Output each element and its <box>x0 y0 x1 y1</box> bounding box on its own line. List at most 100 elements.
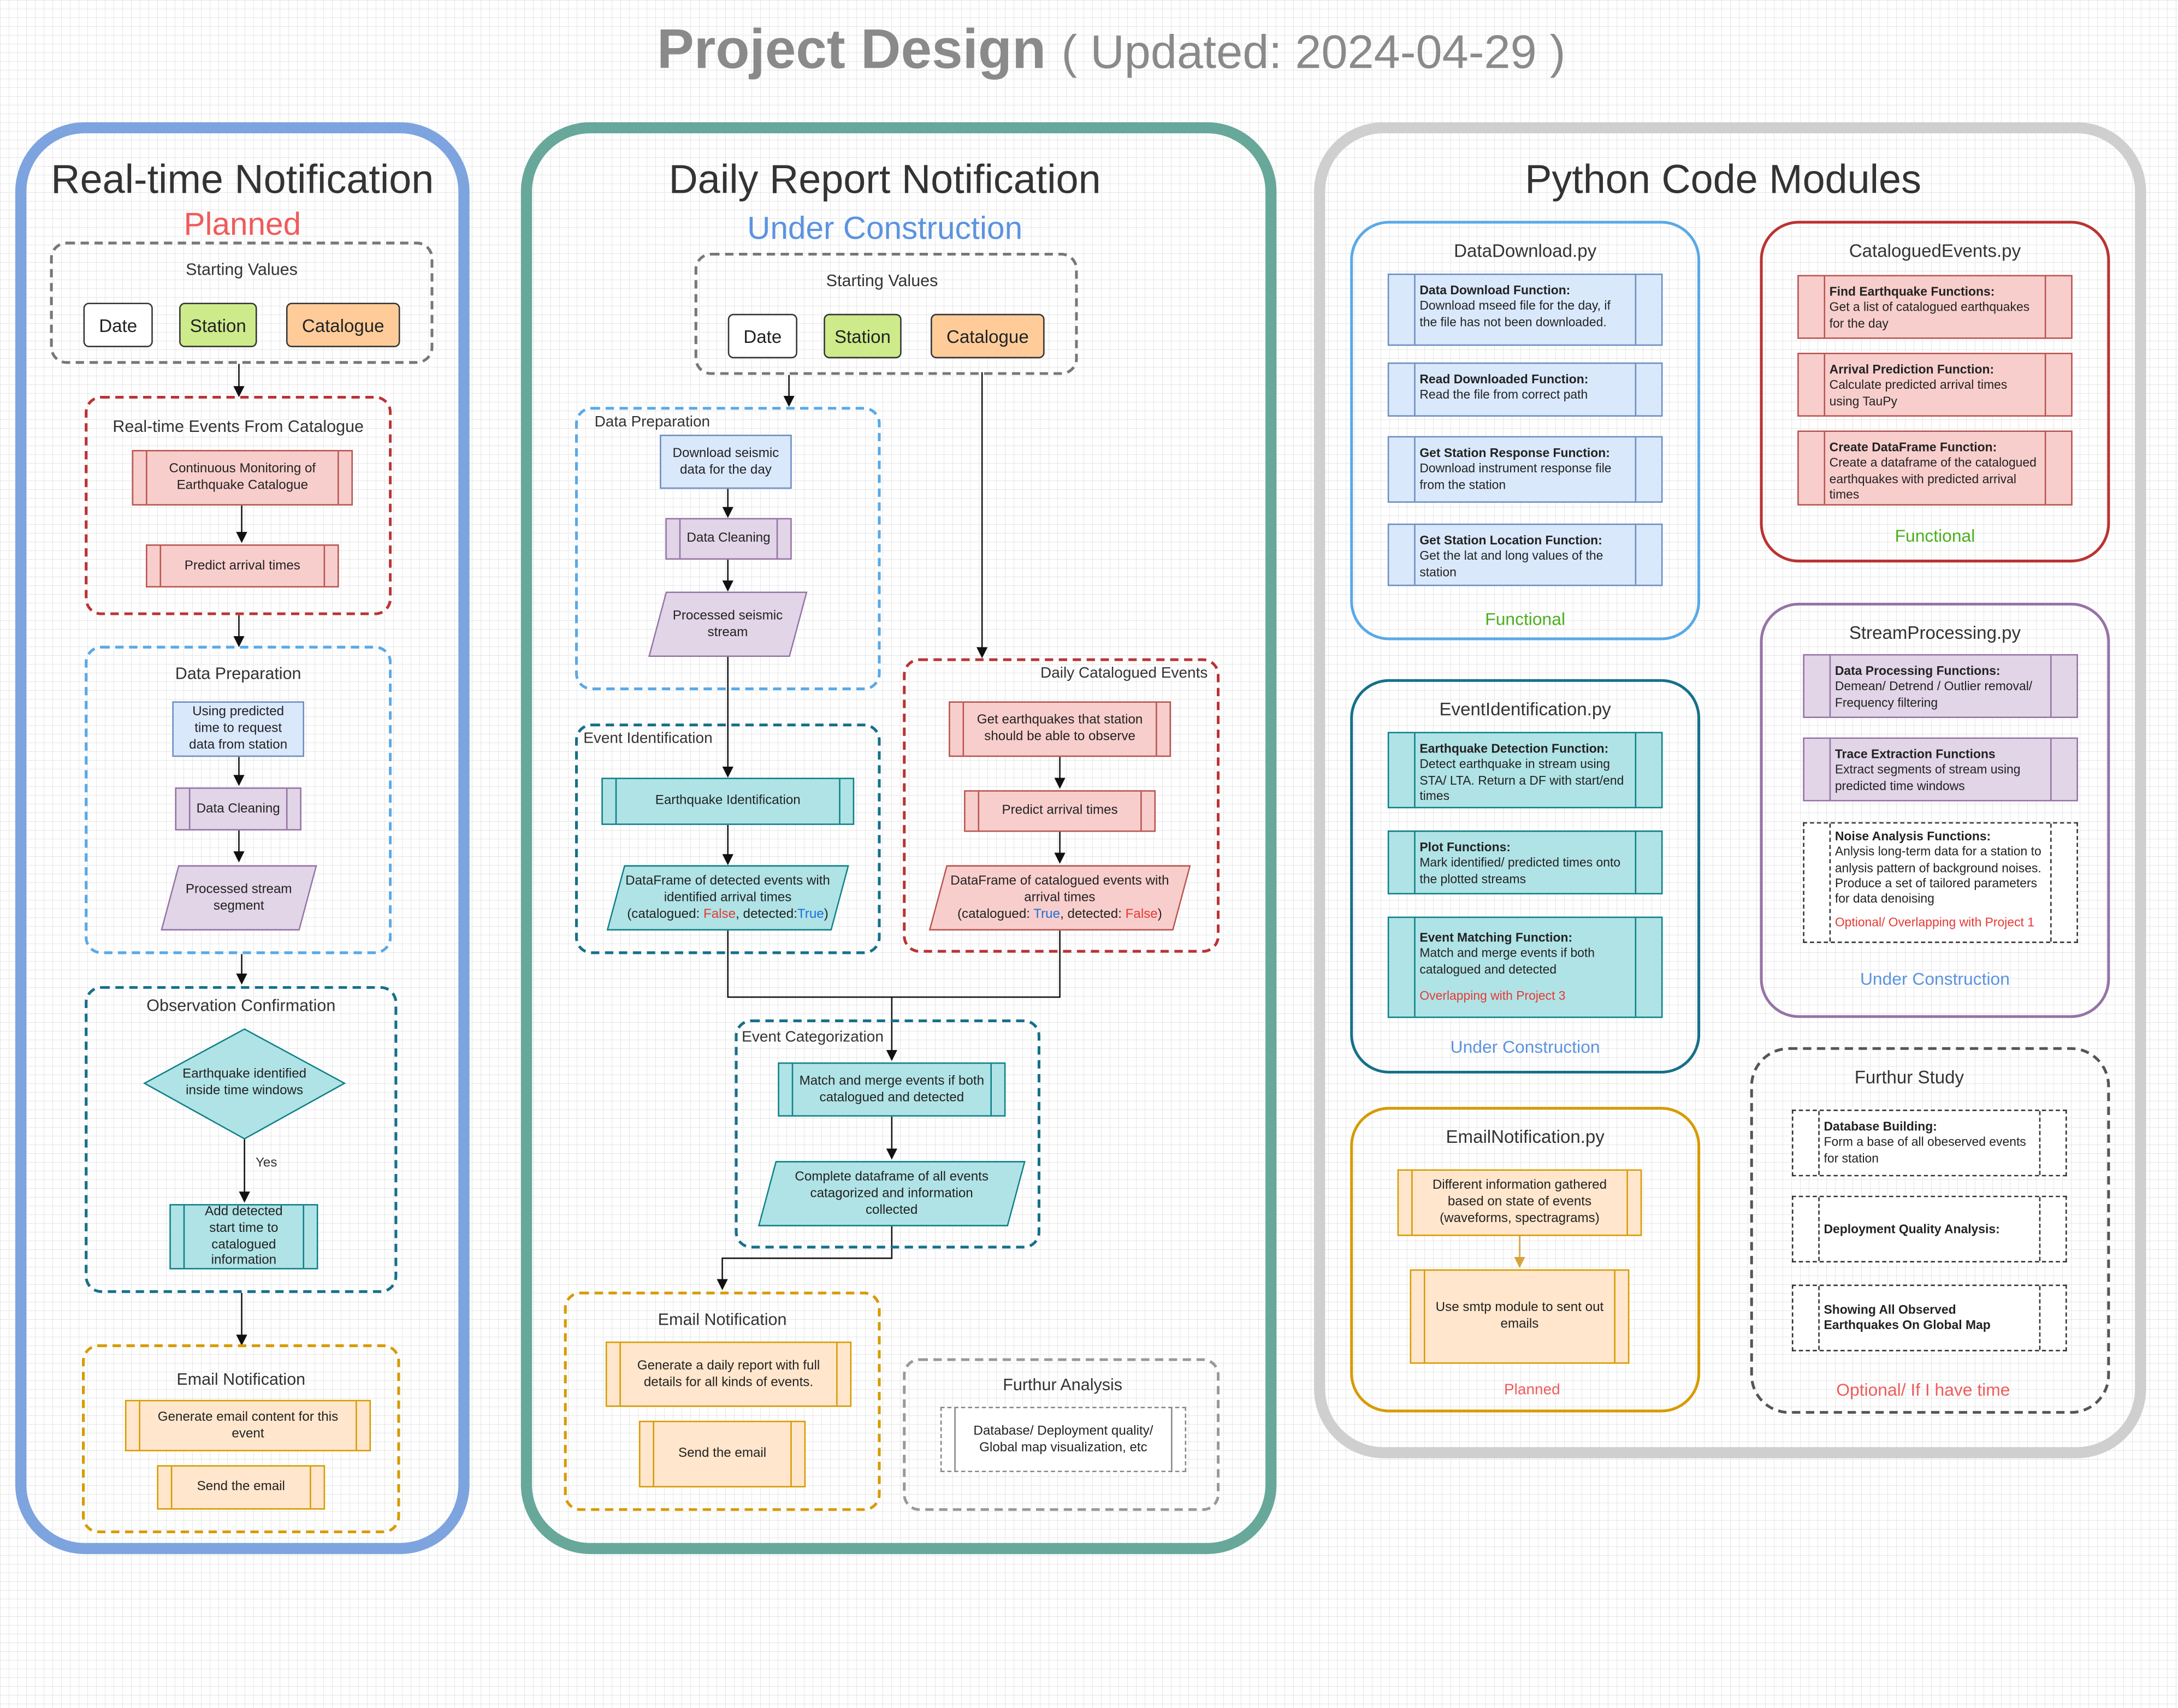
fn-station-location-desc: Get the lat and long values of the stati… <box>1419 549 1603 579</box>
fn-read-downloaded-title: Read Downloaded Function: <box>1419 372 1589 387</box>
fn-data-download-desc: Download mseed file for the day, if the … <box>1419 299 1611 329</box>
daily-processed-stream-text: Processed seismic stream <box>672 608 783 640</box>
fn-create-dataframe-title: Create DataFrame Function: <box>1829 440 1997 454</box>
daily-detected-df-true: True <box>797 906 824 922</box>
daily-ident-label: Event Identification <box>583 730 713 748</box>
module-streamprocessing: StreamProcessing.py Under Construction <box>1760 602 2110 1018</box>
fn-noise-analysis-title: Noise Analysis Functions: <box>1834 829 1991 843</box>
daily-download-box: Download seismic data for the day <box>660 435 792 489</box>
daily-detected-df-mid: , detected: <box>736 906 798 922</box>
rt-prep-group <box>85 645 392 954</box>
streamprocessing-status: Under Construction <box>1860 969 2010 989</box>
fn-create-dataframe-desc: Create a dataframe of the catalogued ear… <box>1829 455 2037 501</box>
daily-generate-report-box: Generate a daily report with full detail… <box>605 1341 852 1407</box>
fn-read-downloaded: Read Downloaded Function:Read the file f… <box>1387 362 1663 417</box>
fn-station-response: Get Station Response Function:Download i… <box>1387 436 1663 503</box>
datadownload-title: DataDownload.py <box>1454 240 1597 262</box>
realtime-panel: Real-time Notification Planned <box>15 122 470 1555</box>
fn-data-processing: Data Processing Functions:Demean/ Detren… <box>1803 654 2078 718</box>
title-main: Project Design <box>656 19 1046 81</box>
daily-processed-stream-box: Processed seismic stream <box>648 591 808 657</box>
daily-detected-df-main: DataFrame of detected events with identi… <box>625 873 831 905</box>
daily-detected-df-text: DataFrame of detected events with identi… <box>624 873 832 923</box>
daily-email-label: Email Notification <box>658 1309 787 1330</box>
rt-stream-segment-box: Processed stream segment <box>161 865 317 931</box>
cataloguedevents-status: Functional <box>1895 526 1975 546</box>
fn-global-map: Showing All Observed Earthquakes On Glob… <box>1791 1284 2067 1351</box>
daily-catalogued-df-box: DataFrame of catalogued events with arri… <box>928 865 1191 931</box>
rt-decision-diamond <box>143 1028 346 1140</box>
further-study-status: Optional/ If I have time <box>1836 1380 2010 1400</box>
module-cataloguedevents: CataloguedEvents.py Functional <box>1760 221 2110 563</box>
rt-station-value: Station <box>179 303 257 347</box>
daily-catalogued-df-false: False <box>1125 906 1158 922</box>
daily-predict-arrival-box: Predict arrival times <box>964 790 1156 832</box>
fn-station-location-title: Get Station Location Function: <box>1419 533 1602 548</box>
cataloguedevents-title: CataloguedEvents.py <box>1849 240 2021 262</box>
daily-status: Under Construction <box>747 210 1023 246</box>
daily-starting-values-label: Starting Values <box>826 270 938 290</box>
fn-noise-analysis-note: Optional/ Overlapping with Project 1 <box>1834 915 2035 930</box>
fn-database-building: Database Building:Form a base of all obe… <box>1791 1110 2067 1177</box>
fn-data-download-title: Data Download Function: <box>1419 283 1571 298</box>
rt-starting-values-group <box>50 241 434 364</box>
daily-send-email-box: Send the email <box>638 1420 806 1487</box>
daily-match-merge-box: Match and merge events if both catalogue… <box>778 1062 1006 1117</box>
fn-email-smtp: Use smtp module to sent out emails <box>1410 1269 1630 1364</box>
daily-starting-values-group <box>694 252 1078 375</box>
daily-catalogued-df-main: DataFrame of catalogued events with arri… <box>950 873 1169 905</box>
daily-prep-label: Data Preparation <box>594 413 711 431</box>
daily-station-value: Station <box>824 313 902 359</box>
daily-further-group <box>903 1358 1220 1511</box>
rt-stream-segment-text: Processed stream segment <box>186 881 292 914</box>
emailnotification-status: Planned <box>1504 1381 1560 1399</box>
rt-add-start-time-box: Add detected start time to catalogued in… <box>169 1203 318 1270</box>
fn-data-download: Data Download Function:Download mseed fi… <box>1387 274 1663 346</box>
fn-find-earthquake: Find Earthquake Functions:Get a list of … <box>1797 275 2073 339</box>
daily-catalogued-label: Daily Catalogued Events <box>1040 665 1208 682</box>
fn-event-matching-desc: Match and merge events if both catalogue… <box>1419 946 1595 976</box>
eventidentification-title: EventIdentification.py <box>1439 698 1611 720</box>
fn-event-matching-title: Event Matching Function: <box>1419 930 1573 945</box>
rt-yes-label: Yes <box>255 1155 277 1171</box>
python-panel: Python Code Modules <box>1314 122 2146 1458</box>
fn-database-building-desc: Form a base of all obeserved events for … <box>1824 1135 2026 1165</box>
python-title: Python Code Modules <box>1525 158 1921 203</box>
module-eventidentification: EventIdentification.py Under Constructio… <box>1350 679 1701 1074</box>
fn-earthquake-detection-desc: Detect earthquake in stream using STA/ L… <box>1419 757 1624 803</box>
module-emailnotification: EmailNotification.py Planned <box>1350 1107 1701 1413</box>
fn-deployment-quality: Deployment Quality Analysis: <box>1791 1195 2067 1262</box>
fn-station-response-title: Get Station Response Function: <box>1419 446 1610 460</box>
daily-catalogued-df-pre: (catalogued: <box>957 906 1034 922</box>
daily-categ-group <box>735 1019 1041 1249</box>
fn-data-processing-title: Data Processing Functions: <box>1834 663 2001 678</box>
daily-detected-df-post: ) <box>824 906 829 922</box>
emailnotification-title: EmailNotification.py <box>1446 1126 1605 1147</box>
rt-confirm-label: Observation Confirmation <box>146 995 336 1016</box>
fn-deployment-quality-title: Deployment Quality Analysis: <box>1824 1222 2000 1236</box>
daily-detected-df-box: DataFrame of detected events with identi… <box>606 865 849 931</box>
fn-data-processing-desc: Demean/ Detrend / Outlier removal/ Frequ… <box>1834 679 2033 709</box>
daily-detected-df-pre: (catalogued: <box>627 906 704 922</box>
rt-monitor-catalogue-box: Continuous Monitoring of Earthquake Cata… <box>132 450 353 506</box>
rt-decision-text: Earthquake identified inside time window… <box>182 1066 307 1099</box>
fn-arrival-prediction-desc: Calculate predicted arrival times using … <box>1829 378 2008 408</box>
daily-catalogued-df-mid: , detected: <box>1060 906 1126 922</box>
daily-catalogued-df-true: True <box>1033 906 1061 922</box>
rt-events-label: Real-time Events From Catalogue <box>113 417 364 436</box>
rt-starting-values-label: Starting Values <box>186 259 298 280</box>
daily-further-label: Furthur Analysis <box>1003 1374 1123 1395</box>
daily-prep-group <box>575 407 881 691</box>
daily-catalogue-value: Catalogue <box>931 313 1045 359</box>
rt-email-label: Email Notification <box>176 1369 306 1389</box>
module-further-study: Furthur Study Optional/ If I have time <box>1750 1047 2110 1414</box>
fn-noise-analysis-desc: Anlysis long-term data for a station to … <box>1834 845 2041 906</box>
daily-get-earthquakes-box: Get earthquakes that station should be a… <box>949 701 1171 757</box>
rt-date-value: Date <box>83 303 153 347</box>
rt-events-group <box>85 395 392 615</box>
fn-plot-functions: Plot Functions:Mark identified/ predicte… <box>1387 830 1663 894</box>
daily-email-group <box>564 1291 881 1511</box>
fn-read-downloaded-desc: Read the file from correct path <box>1419 388 1588 402</box>
daily-complete-df-text: Complete dataframe of all events catagor… <box>795 1169 989 1218</box>
